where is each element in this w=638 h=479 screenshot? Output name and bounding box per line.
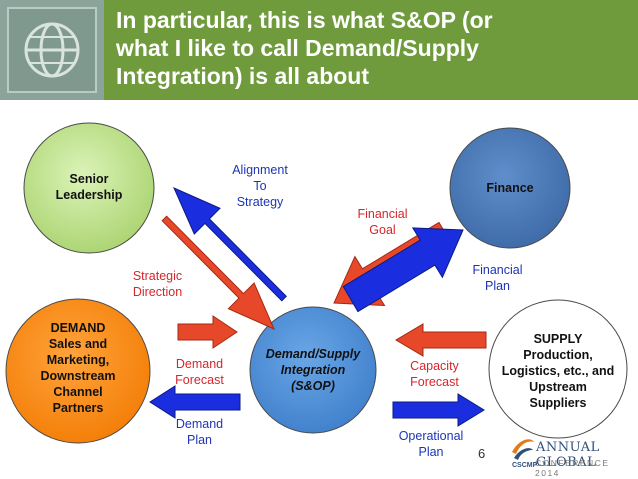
flow-line: Operational xyxy=(398,429,464,443)
node-line: Suppliers xyxy=(529,396,587,410)
flow-line: Goal xyxy=(369,223,396,237)
flow-line: Plan xyxy=(484,279,511,293)
node-line: Channel xyxy=(53,385,103,399)
logo-box xyxy=(0,0,104,100)
integration-node xyxy=(249,306,377,434)
flow-line: Financial xyxy=(472,263,523,277)
node-line: Downstream xyxy=(40,369,116,383)
node-line: Partners xyxy=(52,401,104,415)
operational-plan-arrow xyxy=(392,393,485,427)
demand-forecast-label: Demand Forecast xyxy=(162,356,237,388)
slide-title: In particular, this is what S&OP (or wha… xyxy=(116,6,616,90)
node-line: Sales and xyxy=(48,337,108,351)
demand-label: DEMAND Sales and Marketing, Downstream C… xyxy=(18,320,138,416)
globe-icon xyxy=(7,7,97,93)
financial-plan-label: Financial Plan xyxy=(455,262,540,294)
conference-brand: CSCMP xyxy=(512,462,538,469)
financial-goal-label: Financial Goal xyxy=(340,206,425,238)
demand-plan-arrow xyxy=(149,385,241,419)
flow-line: Strategy xyxy=(236,195,284,209)
senior-leadership-node xyxy=(23,122,155,254)
flow-line: Plan xyxy=(418,445,444,459)
conference-subtitle: CONFERENCE 2014 xyxy=(535,458,610,478)
cscmp-logo-icon xyxy=(512,439,534,460)
node-line: Demand/Supply xyxy=(265,347,361,361)
flow-line: Plan xyxy=(186,433,213,447)
slide-header: In particular, this is what S&OP (or wha… xyxy=(0,0,638,100)
strategic-direction-arrow xyxy=(161,215,275,330)
flow-line: Alignment xyxy=(232,163,288,177)
node-line: Production, xyxy=(523,348,593,362)
flow-line: Capacity xyxy=(410,359,459,373)
node-line: Senior xyxy=(69,172,109,186)
flow-line: Forecast xyxy=(175,373,224,387)
node-line: SUPPLY xyxy=(533,332,583,346)
financial-plan-arrow xyxy=(342,227,464,313)
capacity-forecast-arrow xyxy=(395,323,487,357)
flow-line: Financial xyxy=(357,207,408,221)
flow-line: Strategic xyxy=(132,269,183,283)
flow-line: Demand xyxy=(175,357,224,371)
page-number: 6 xyxy=(478,446,486,461)
title-band xyxy=(104,0,638,100)
supply-label: SUPPLY Production, Logistics, etc., and … xyxy=(488,331,628,411)
node-line: Upstream xyxy=(529,380,587,394)
integration-label: Demand/Supply Integration (S&OP) xyxy=(253,346,373,394)
strategic-direction-label: Strategic Direction xyxy=(115,268,200,300)
demand-plan-label: Demand Plan xyxy=(162,416,237,448)
node-line: Integration xyxy=(280,363,346,377)
node-line: DEMAND xyxy=(50,321,106,335)
flow-line: Forecast xyxy=(410,375,459,389)
node-line: Marketing, xyxy=(46,353,110,367)
capacity-forecast-label: Capacity Forecast xyxy=(392,358,477,390)
flow-line: To xyxy=(253,179,267,193)
supply-node xyxy=(488,299,628,439)
demand-node xyxy=(5,298,151,444)
flow-line: Demand xyxy=(175,417,224,431)
node-line: (S&OP) xyxy=(291,379,335,393)
operational-plan-label: Operational Plan xyxy=(386,428,476,460)
node-line: Logistics, etc., and xyxy=(501,364,615,378)
node-line: Leadership xyxy=(55,188,123,202)
title-line: Integration) is all about xyxy=(116,63,370,89)
title-line: what I like to call Demand/Supply xyxy=(116,35,479,61)
alignment-label: Alignment To Strategy xyxy=(215,162,305,210)
node-line: Finance xyxy=(486,181,534,195)
demand-forecast-arrow xyxy=(177,315,238,349)
alignment-arrow xyxy=(173,187,288,302)
finance-node xyxy=(449,127,571,249)
senior-leadership-label: Senior Leadership xyxy=(44,171,134,203)
finance-label: Finance xyxy=(465,180,555,196)
title-line: In particular, this is what S&OP (or xyxy=(116,7,493,33)
flow-line: Direction xyxy=(132,285,183,299)
conference-title: ANNUAL GLOBAL xyxy=(536,440,600,470)
